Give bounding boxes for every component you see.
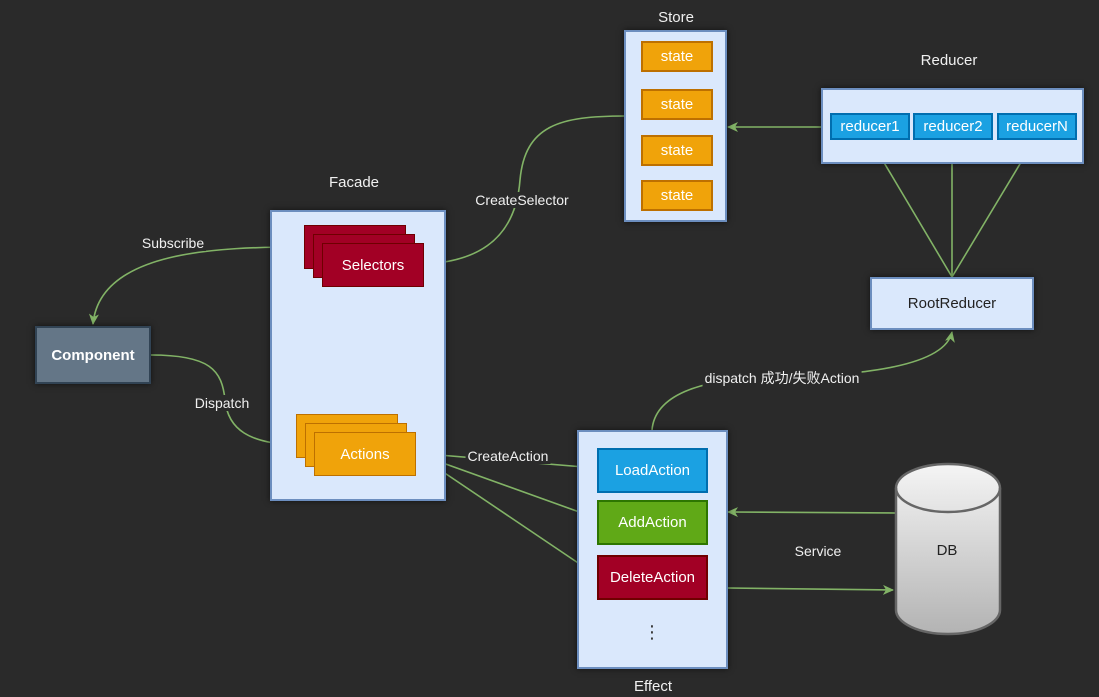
edge-effect-to-db (727, 584, 894, 595)
add-action-node[interactable]: AddAction (597, 500, 708, 545)
component-node[interactable]: Component (35, 326, 151, 384)
edge-label-subscribe: Subscribe (139, 235, 207, 251)
edge-db-to-effect (727, 507, 896, 518)
db-node[interactable] (890, 460, 1006, 642)
facade-title: Facade (328, 174, 380, 191)
reducer-item[interactable]: reducer2 (913, 113, 993, 140)
db-label: DB (936, 542, 958, 559)
delete-action-node[interactable]: DeleteAction (597, 555, 708, 600)
load-action-node[interactable]: LoadAction (597, 448, 708, 493)
store-state[interactable]: state (641, 89, 713, 120)
reducer-title: Reducer (920, 52, 978, 69)
store-state[interactable]: state (641, 135, 713, 166)
edge-label-create-action: CreateAction (465, 448, 551, 464)
root-reducer-node[interactable]: RootReducer (870, 277, 1034, 330)
edge-subscribe (88, 246, 304, 325)
edge-label-create-selector: CreateSelector (473, 192, 571, 208)
store-container[interactable]: state state state state (624, 30, 727, 222)
edge-label-service: Service (794, 543, 842, 559)
selectors-node[interactable]: Selectors (322, 243, 424, 287)
actions-node[interactable]: Actions (314, 432, 416, 476)
edge-create-selector (423, 115, 626, 269)
store-state[interactable]: state (641, 180, 713, 211)
store-state[interactable]: state (641, 41, 713, 72)
reducer-container[interactable]: reducer1 reducer2 reducerN (821, 88, 1084, 164)
reducer-item[interactable]: reducerN (997, 113, 1077, 140)
facade-container[interactable]: Selectors Actions (270, 210, 446, 501)
effect-container[interactable]: LoadAction AddAction DeleteAction ⋮ (577, 430, 728, 669)
store-title: Store (658, 9, 694, 26)
edge-label-dispatch: Dispatch (192, 395, 252, 411)
db-cylinder-top (894, 487, 1002, 514)
ellipsis-icon: ⋮ (643, 621, 661, 642)
effect-title: Effect (633, 678, 673, 695)
reducer-item[interactable]: reducer1 (830, 113, 910, 140)
edge-label-dispatch-result: dispatch 成功/失败Action (702, 368, 862, 388)
db-cylinder-body (894, 462, 1002, 636)
